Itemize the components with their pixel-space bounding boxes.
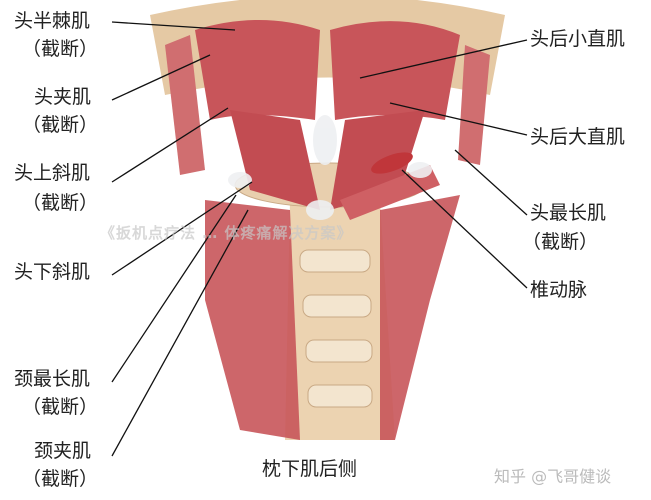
label-longissimus-capitis: 头最长肌 — [530, 202, 607, 224]
label-semispinalis-note: （截断） — [22, 38, 99, 60]
label-rectus-major: 头后大直肌 — [530, 126, 626, 148]
obliquus-inferior — [340, 165, 440, 220]
label-vertebral-artery: 椎动脉 — [530, 279, 588, 301]
tendons — [228, 115, 432, 220]
neck-muscles-right — [380, 195, 460, 440]
label-longissimus-cervicis-note: （截断） — [22, 396, 99, 418]
label-longissimus-cervicis: 颈最长肌 — [14, 368, 91, 390]
label-semispinalis: 头半棘肌 — [14, 10, 91, 32]
label-splenius-capitis: 头夹肌 — [34, 86, 92, 108]
splenius-left — [165, 35, 205, 175]
label-splenius-cervicis-note: （截断） — [22, 468, 99, 490]
label-obliquus-superior: 头上斜肌 — [14, 162, 91, 184]
label-rectus-minor: 头后小直肌 — [530, 28, 626, 50]
caption: 枕下肌后侧 — [262, 458, 358, 480]
label-longissimus-capitis-note: （截断） — [522, 231, 599, 253]
vertebrae — [299, 249, 373, 408]
label-obliquus-superior-note: （截断） — [22, 192, 99, 214]
vertebral-artery — [371, 152, 413, 174]
neck-muscles-left — [205, 200, 300, 440]
label-splenius-capitis-note: （截断） — [22, 114, 99, 136]
leader-lines — [111, 21, 528, 457]
label-splenius-cervicis: 颈夹肌 — [34, 440, 92, 462]
watermark: 《扳机点疗法 … 体疼痛解决方案》 — [100, 224, 353, 242]
rectus-major-left — [230, 110, 320, 210]
label-obliquus-inferior: 头下斜肌 — [14, 261, 91, 283]
semispinalis-left — [195, 20, 320, 120]
splenius-right — [458, 45, 490, 165]
zhihu-logo: 知乎 @飞哥健谈 — [494, 467, 612, 486]
